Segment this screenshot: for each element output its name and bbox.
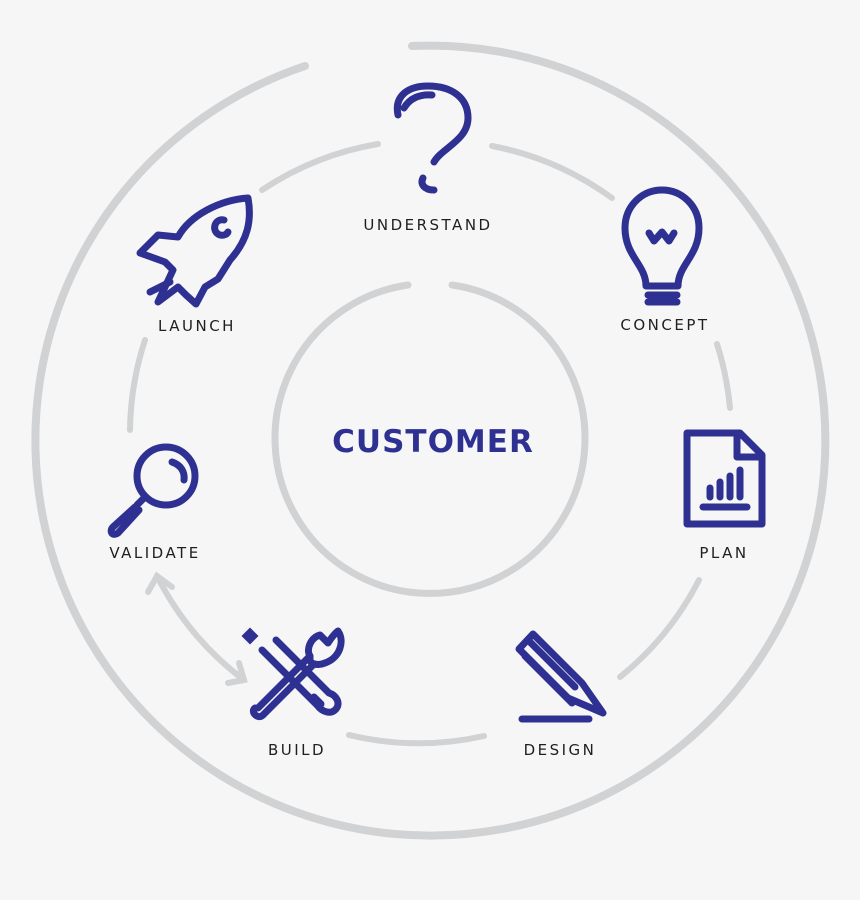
rocket-icon — [136, 194, 253, 308]
stage-plan: PLAN — [683, 429, 766, 562]
stage-launch: LAUNCH — [136, 194, 253, 335]
center-label: CUSTOMER — [332, 424, 534, 460]
stage-label-plan: PLAN — [699, 544, 748, 562]
stage-concept: CONCEPT — [620, 186, 709, 334]
stage-label-understand: UNDERSTAND — [363, 216, 492, 234]
stage-label-launch: LAUNCH — [158, 317, 236, 335]
stage-label-build: BUILD — [268, 741, 326, 759]
document-chart-icon — [683, 429, 766, 528]
stage-understand: UNDERSTAND — [363, 82, 492, 234]
magnifier-icon — [107, 443, 199, 538]
stage-validate: VALIDATE — [107, 443, 200, 562]
tools-icon — [241, 627, 345, 721]
inner-ring — [271, 281, 589, 597]
stage-label-validate: VALIDATE — [109, 544, 200, 562]
validate-build-arrow — [145, 571, 248, 686]
lightbulb-icon — [621, 186, 703, 306]
stage-label-concept: CONCEPT — [620, 316, 709, 334]
outer-ring — [31, 41, 830, 840]
pencil-icon — [515, 630, 607, 723]
stage-label-design: DESIGN — [524, 741, 597, 759]
stage-build: BUILD — [241, 627, 345, 759]
question-mark-icon — [393, 82, 472, 194]
middle-ring — [127, 141, 733, 747]
stage-design: DESIGN — [515, 630, 607, 759]
